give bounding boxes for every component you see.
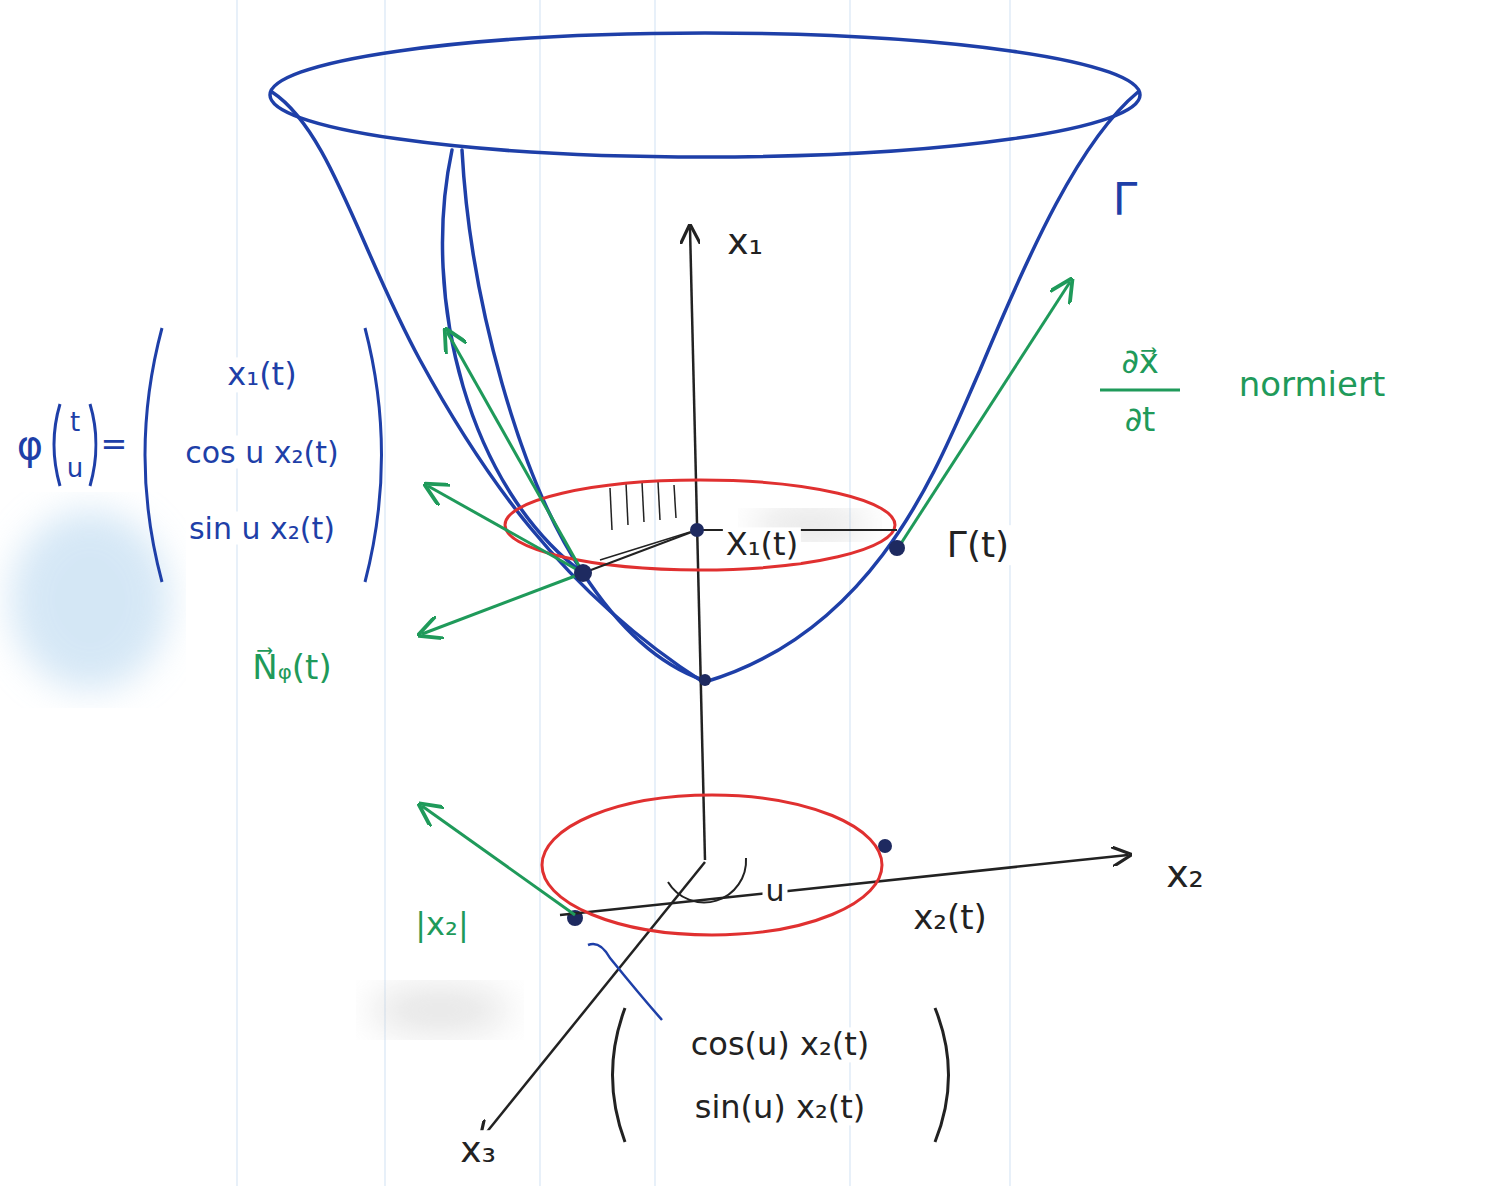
vector-entry: cos u x₂(t) (182, 436, 342, 469)
paper-lines (237, 0, 1010, 1186)
ink-smudge (370, 985, 510, 1035)
fraction-denominator: ∂t (1122, 401, 1159, 438)
vector-entry: x₁(t) (224, 357, 299, 392)
radius-line (583, 530, 697, 573)
vector-entry: sin u x₂(t) (186, 512, 338, 545)
center-label: X₁(t) (723, 527, 801, 562)
axis-label: x₃ (457, 1130, 499, 1170)
normal-vector-label: N⃗ᵩ(t) (249, 649, 334, 686)
parameter: t (67, 408, 83, 437)
radius-label: |x₂| (412, 907, 471, 942)
hatching (600, 482, 690, 560)
equals-sign: = (98, 427, 131, 462)
note: normiert (1236, 366, 1389, 403)
x3-axis (482, 862, 705, 1138)
fraction-bar (1100, 389, 1180, 392)
parallel-circle (505, 480, 895, 570)
x1-axis (690, 228, 705, 860)
point (567, 523, 905, 926)
parenthesis (613, 1008, 949, 1142)
vector-entry: sin(u) x₂(t) (692, 1090, 869, 1125)
point-label: x₂(t) (910, 899, 990, 936)
x2-axis (560, 855, 1128, 915)
ink-smudge (10, 510, 170, 690)
surface-name: Γ (1110, 176, 1141, 224)
base-circle (542, 795, 882, 935)
angle-arc (668, 858, 746, 902)
vector-entry: cos(u) x₂(t) (688, 1027, 873, 1062)
map-name: φ (14, 423, 46, 467)
angle-label: u (762, 874, 787, 907)
tangent-vector (422, 282, 1070, 634)
parenthesis (54, 328, 382, 582)
axis-label: x₂ (1163, 854, 1207, 896)
radius-vector (422, 806, 575, 915)
fraction-numerator: ∂x⃗ (1118, 343, 1162, 380)
curve-point-label: Γ(t) (944, 525, 1012, 565)
surface-outline (270, 33, 1140, 682)
axis-label: x₁ (724, 222, 766, 262)
parameter: u (64, 454, 86, 483)
